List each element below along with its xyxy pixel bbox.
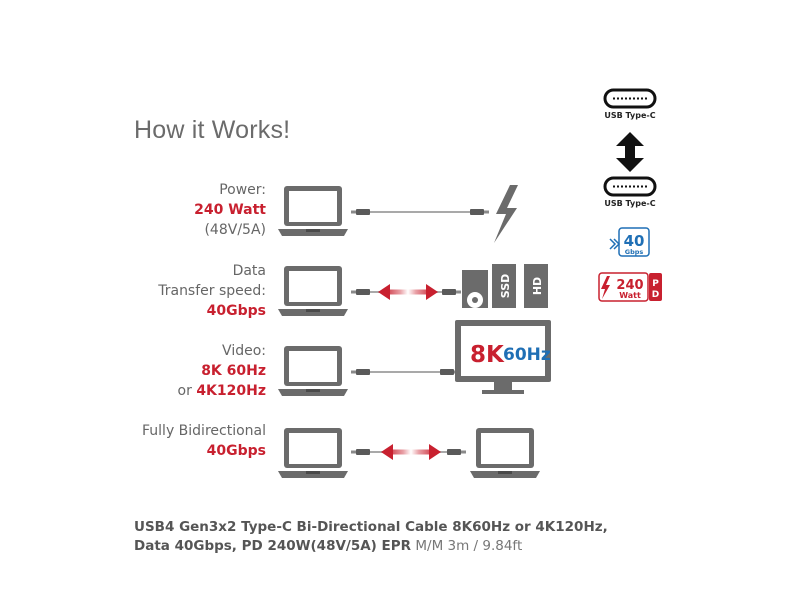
page-title: How it Works! [134,116,291,144]
power-label: Power: 240 Watt (48V/5A) [194,180,266,240]
description-line-2-normal: M/M 3m / 9.84ft [411,538,523,554]
monitor-icon [455,320,551,394]
description-line-1: USB4 Gen3x2 Type-C Bi-Directional Cable … [134,519,608,535]
bidir-heading: Fully Bidirectional [142,423,266,439]
video-value-2: 4K120Hz [196,383,266,399]
bidir-laptop-right-icon [470,428,540,478]
power-badge-unit: Watt [619,291,641,300]
data-heading: Data [232,263,266,279]
video-label: Video: 8K 60Hz or 4K120Hz [178,341,266,401]
double-arrow-icon [616,132,644,172]
port-top-label: USB Type-C [604,111,656,120]
pd-d-letter: D [652,290,659,300]
power-cable [351,209,489,215]
bidir-arrow-icon [381,444,441,460]
bidir-label: Fully Bidirectional 40Gbps [142,421,266,461]
bidir-value: 40Gbps [206,443,266,459]
monitor-hz: 60Hz [503,345,551,365]
pd-p-letter: P [652,279,659,289]
description-line-2-bold: Data 40Gbps, PD 240W(48V/5A) EPR [134,538,412,554]
speed-badge-unit: Gbps [625,248,644,256]
power-delivery-badge-icon [598,272,662,302]
port-bottom-label: USB Type-C [604,199,656,208]
monitor-res: 8K [470,342,505,368]
video-laptop-icon [278,346,348,396]
data-arrow-icon [378,284,438,300]
usb-c-port-top-icon [603,88,657,109]
lightning-icon [494,185,518,243]
data-value: 40Gbps [206,303,266,319]
video-value-2-line: or 4K120Hz [178,381,266,401]
power-badge-number: 240 [616,278,643,293]
usb-c-port-bottom-icon [603,176,657,197]
video-or: or [177,383,197,399]
storage-icon [462,264,548,308]
hd-label: HD [531,277,544,295]
video-heading: Video: [222,343,266,359]
power-laptop-icon [278,186,348,236]
speed-badge-number: 40 [624,232,645,250]
power-value: 240 Watt [194,202,266,218]
data-laptop-icon [278,266,348,316]
power-detail: (48V/5A) [204,222,266,238]
power-heading: Power: [219,182,266,198]
product-description: USB4 Gen3x2 Type-C Bi-Directional Cable … [134,518,608,556]
video-cable [351,369,459,375]
speed-badge-icon [609,227,650,257]
bidir-laptop-left-icon [278,428,348,478]
data-label: Data Transfer speed: 40Gbps [158,261,266,321]
video-value-1: 8K 60Hz [201,363,266,379]
data-subheading: Transfer speed: [158,283,266,299]
ssd-label: SSD [499,274,512,298]
